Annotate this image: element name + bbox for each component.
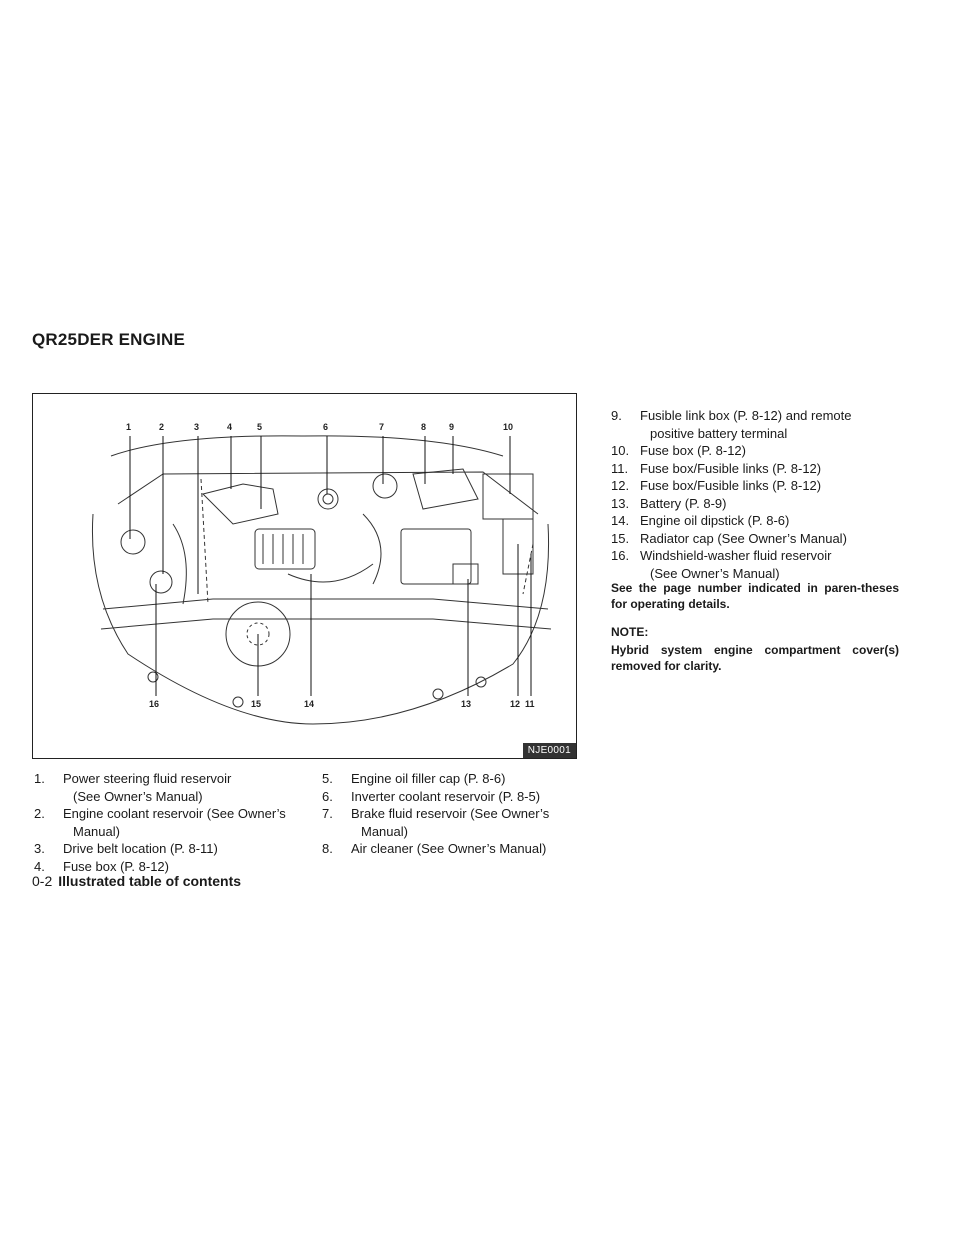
list-item: 8.Air cleaner (See Owner’s Manual) xyxy=(322,841,547,856)
list-item: 14.Engine oil dipstick (P. 8-6) xyxy=(611,513,790,528)
callout-6: 6 xyxy=(323,422,329,432)
list-item: 3.Drive belt location (P. 8-11) xyxy=(34,841,218,856)
list-item: 12.Fuse box/Fusible links (P. 8-12) xyxy=(611,478,822,493)
callout-15: 15 xyxy=(251,699,262,709)
page-footer: 0-2 Illustrated table of contents xyxy=(32,873,241,889)
figure-code: NJE0001 xyxy=(522,743,576,758)
callout-7: 7 xyxy=(379,422,385,432)
callout-14: 14 xyxy=(304,699,315,709)
list-item: 13.Battery (P. 8-9) xyxy=(611,495,727,511)
list-item: 11.Fuse box/Fusible links (P. 8-12) xyxy=(611,460,822,476)
list-item: 1.Power steering fluid reservoir(See Own… xyxy=(34,771,232,804)
see-page-note: See the page number indicated in paren-t… xyxy=(611,581,899,611)
callout-8: 8 xyxy=(421,422,427,432)
list-item: 16.Windshield-washer fluid reservoir(See… xyxy=(611,548,832,581)
callout-11: 11 xyxy=(525,699,535,709)
callout-9: 9 xyxy=(449,422,455,432)
list-item: 15.Radiator cap (See Owner’s Manual) xyxy=(611,530,847,546)
footer-title: Illustrated table of contents xyxy=(58,873,242,889)
callout-10: 10 xyxy=(503,422,514,432)
list-item: 5.Engine oil filler cap (P. 8-6) xyxy=(322,771,506,786)
list-item: 6.Inverter coolant reservoir (P. 8-5) xyxy=(322,788,541,804)
callout-1: 1 xyxy=(126,422,132,432)
callout-3: 3 xyxy=(194,422,200,432)
engine-compartment-illustration: 1 2 3 4 5 6 7 8 9 10 16 15 14 13 12 11 N… xyxy=(32,393,577,759)
note-text: Hybrid system engine compartment cover(s… xyxy=(611,643,899,673)
page-number: 0-2 xyxy=(32,873,53,889)
note-label: NOTE: xyxy=(611,625,649,639)
callout-16: 16 xyxy=(149,699,160,709)
list-item: 4.Fuse box (P. 8-12) xyxy=(34,858,169,874)
callout-13: 13 xyxy=(461,699,472,709)
callout-5: 5 xyxy=(257,422,263,432)
section-title: QR25DER ENGINE xyxy=(32,330,186,349)
engine-drawing xyxy=(91,435,552,725)
callout-2: 2 xyxy=(159,422,165,432)
legend-column-2: 5.Engine oil filler cap (P. 8-6) 6.Inver… xyxy=(322,770,584,858)
callout-12: 12 xyxy=(510,699,521,709)
list-item: 10.Fuse box (P. 8-12) xyxy=(611,443,746,458)
callout-4: 4 xyxy=(227,422,233,432)
legend-column-1: 1.Power steering fluid reservoir(See Own… xyxy=(34,770,319,875)
